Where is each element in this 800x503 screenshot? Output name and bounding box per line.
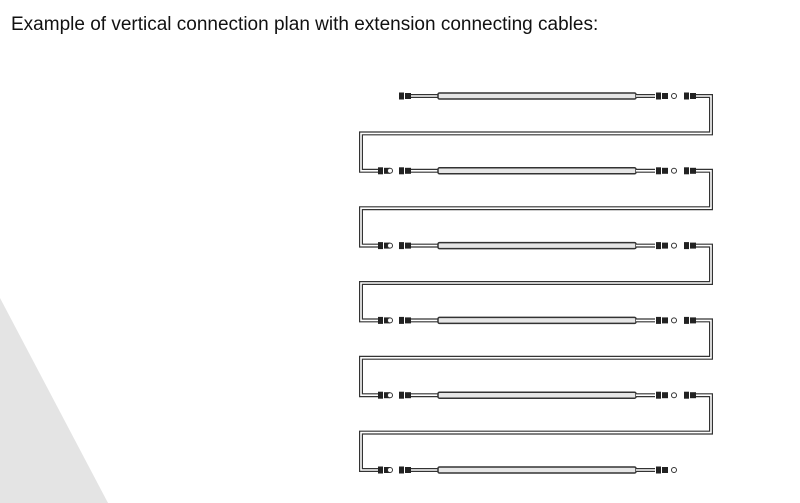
page-title: Example of vertical connection plan with… — [11, 14, 599, 35]
connector-plug-left-b — [405, 467, 411, 473]
led-bar — [437, 241, 637, 250]
connector-left-end — [378, 391, 383, 399]
connector-plug-right — [656, 167, 661, 175]
led-bar — [437, 92, 637, 100]
connector-ring — [387, 317, 393, 324]
led-bar — [437, 391, 637, 399]
extension-plug-b — [690, 242, 696, 249]
connector-plug-left — [399, 466, 404, 474]
connector-left-end — [378, 466, 383, 474]
led-bar — [437, 466, 637, 474]
connector-plug-left-b — [405, 392, 411, 399]
connector-ring — [671, 317, 677, 324]
connector-ring — [387, 167, 393, 174]
extension-plug — [684, 391, 689, 399]
connector-ring — [671, 93, 677, 99]
connector-plug-right-b — [662, 167, 668, 174]
extension-cable-inner — [360, 319, 712, 396]
extension-cable-inner — [360, 244, 712, 322]
connector-plug-right — [656, 316, 661, 324]
led-bar — [437, 167, 637, 175]
connector-plug-right-b — [662, 392, 668, 399]
extension-plug-b — [690, 93, 696, 99]
connector-ring — [387, 467, 393, 473]
extension-cable-inner — [360, 95, 712, 172]
connector-plug-left — [399, 391, 404, 399]
connector-plug-right — [656, 92, 661, 100]
connector-left-end — [378, 167, 383, 175]
connector-plug-left — [399, 167, 404, 175]
extension-plug-b — [690, 317, 696, 324]
connector-ring — [671, 242, 677, 249]
connector-ring — [387, 392, 393, 399]
extension-plug-b — [690, 167, 696, 174]
connector-left-end — [378, 316, 383, 324]
connector-ring — [671, 167, 677, 174]
connector-left-end — [378, 242, 383, 250]
connector-plug-left-b — [405, 93, 411, 99]
connector-plug-right — [656, 242, 661, 250]
connector-plug-right-b — [662, 242, 668, 249]
extension-cable-inner — [360, 394, 712, 471]
connector-plug-right — [656, 391, 661, 399]
connector-plug-left — [399, 316, 404, 324]
connector-ring — [387, 242, 393, 249]
connector-plug-left-b — [405, 167, 411, 174]
extension-plug-b — [690, 392, 696, 399]
connector-ring — [671, 392, 677, 399]
connector-plug-left-b — [405, 242, 411, 249]
extension-plug — [684, 92, 689, 100]
connector-plug-right — [656, 466, 661, 474]
extension-plug — [684, 316, 689, 324]
extension-cable-inner — [360, 170, 712, 247]
extension-plug — [684, 167, 689, 175]
connector-ring — [671, 467, 677, 473]
connector-plug-right-b — [662, 317, 668, 324]
led-bar — [437, 316, 637, 325]
connector-plug-right-b — [662, 467, 668, 473]
connector-plug-left — [399, 242, 404, 250]
connector-plug-left-b — [405, 317, 411, 324]
extension-plug — [684, 242, 689, 250]
connector-plug-right-b — [662, 93, 668, 99]
connector-plug-left — [399, 92, 404, 100]
